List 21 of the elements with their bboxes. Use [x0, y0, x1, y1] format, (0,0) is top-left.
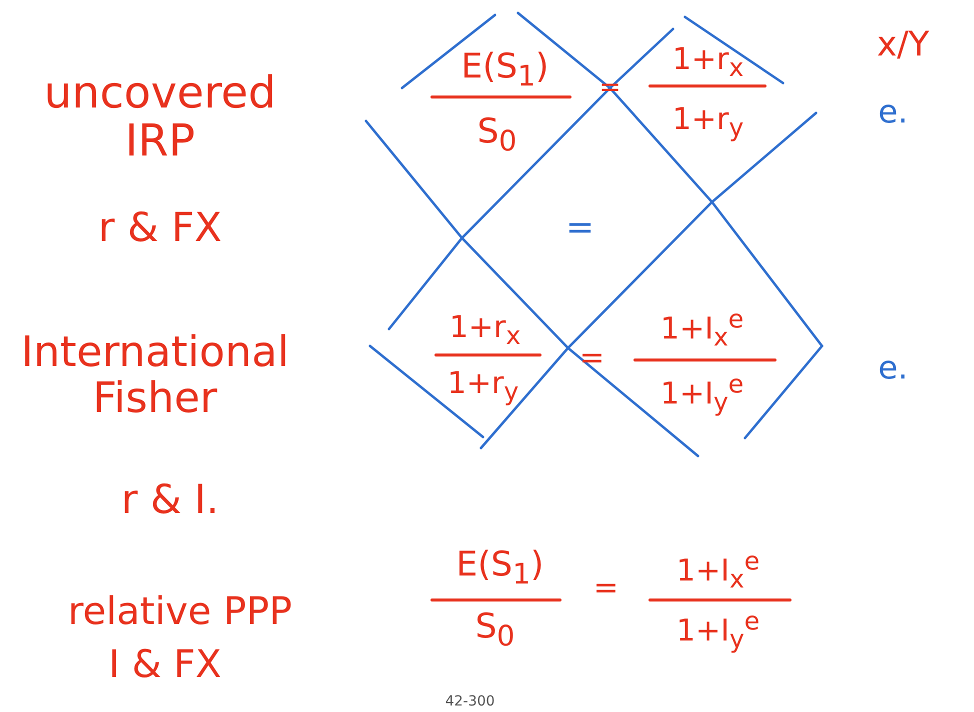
formula-term: S$_{0}$ — [477, 114, 517, 156]
note-text: r & I. — [121, 478, 219, 522]
formula-term: 1+r$_{x}$ — [672, 42, 744, 82]
note-text: x/Y — [876, 26, 930, 64]
note-text: e. — [878, 350, 908, 386]
heading-text: relative PPP — [68, 591, 292, 633]
formula-term: 1+r$_{x}$ — [449, 310, 521, 350]
formula-term: 1+r$_{y}$ — [447, 366, 519, 406]
note-text: e. — [878, 94, 908, 130]
page-number: 42-300 — [445, 694, 495, 710]
heading-text: uncovered IRP — [42, 70, 278, 166]
formula-term: 1+r$_{y}$ — [672, 102, 744, 142]
equals-sign: = — [579, 342, 605, 374]
equals-sign: = — [566, 209, 594, 247]
formula-term: S$_{0}$ — [475, 608, 515, 652]
equals-sign: = — [593, 572, 619, 604]
note-text: I & FX — [108, 644, 222, 686]
formula-term: E(S$_{1}$) — [461, 48, 549, 92]
formula-term: E(S$_{1}$) — [456, 546, 544, 590]
heading-text: International Fisher — [20, 328, 290, 422]
note-text: r & FX — [98, 206, 222, 250]
